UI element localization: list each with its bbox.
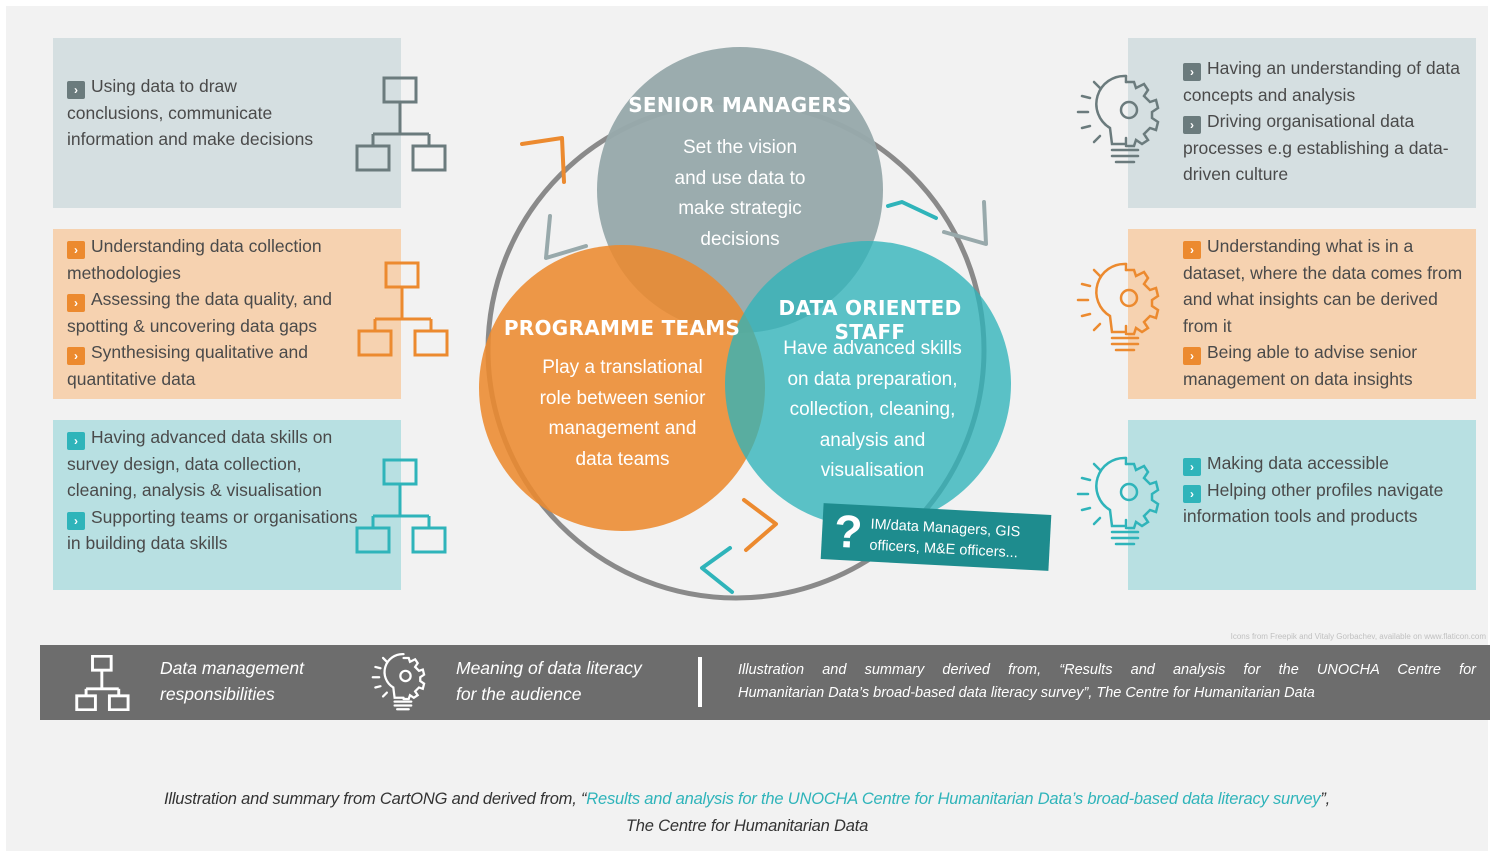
- lightbulb-gear-icon: [371, 653, 426, 711]
- chevron-right-icon: ›: [1183, 484, 1201, 503]
- right-panel-programme: ›Understanding what is in a dataset, whe…: [1128, 229, 1476, 399]
- left-panel-senior: ›Using data to draw conclusions, communi…: [53, 38, 447, 208]
- lightbulb-gear-icon: [1076, 262, 1160, 352]
- legend-source-text: Illustration and summary derived from, “…: [738, 662, 1476, 701]
- data-staff-text: Have advanced skills on data preparation…: [783, 338, 962, 481]
- chevron-right-icon: ›: [1183, 347, 1201, 365]
- survey-link[interactable]: Results and analysis for the UNOCHA Cent…: [586, 790, 1321, 808]
- left-panel-programme: ›Understanding data collection methodolo…: [53, 229, 449, 399]
- bullet-item: ›Using data to draw conclusions, communi…: [67, 76, 314, 149]
- bullet-item: ›Synthesising qualitative and quantitati…: [67, 342, 308, 389]
- right-panel-data-staff: ›Making data accessible ›Helping other p…: [1128, 420, 1476, 590]
- chevron-right-icon: ›: [1183, 241, 1201, 259]
- bullet-item: ›Driving organisational data processes e…: [1183, 111, 1449, 184]
- chevron-right-icon: ›: [67, 511, 85, 530]
- legend-responsibilities-label: Data management responsibilities: [160, 658, 304, 704]
- programme-teams-title: PROGRAMME TEAMS: [503, 316, 741, 340]
- chevron-right-icon: ›: [1183, 63, 1201, 81]
- programme-teams-text: Play a translational role between senior…: [539, 357, 706, 470]
- caption: Illustration and summary from CartONG an…: [0, 786, 1494, 840]
- left-panel-data-staff: ›Having advanced data skills on survey d…: [53, 420, 447, 590]
- lightbulb-gear-icon: [1076, 456, 1160, 546]
- caption-line-1: Illustration and summary from CartONG an…: [163, 790, 1331, 808]
- senior-managers-text: Set the vision and use data to make stra…: [674, 137, 806, 250]
- bullet-item: ›Having an understanding of data concept…: [1183, 58, 1460, 105]
- chevron-right-icon: ›: [67, 432, 85, 450]
- chevron-right-icon: ›: [67, 294, 85, 312]
- senior-managers-title: SENIOR MANAGERS: [628, 93, 852, 117]
- hierarchy-icon: [357, 261, 449, 357]
- bullet-item: ›Making data accessible: [1183, 450, 1468, 477]
- data-staff-title: DATA ORIENTED STAFF: [778, 296, 962, 344]
- hierarchy-icon: [355, 458, 447, 554]
- bullet-item: ›Being able to advise senior management …: [1183, 342, 1418, 389]
- bullet-item: ›Understanding data collection methodolo…: [67, 236, 322, 283]
- legend-bar: Data management responsibilities Meaning…: [40, 645, 1490, 720]
- profiles-note-text: IM/data Managers, GIS officers, M&E offi…: [869, 516, 1021, 562]
- bullet-item: ›Assessing the data quality, and spottin…: [67, 289, 332, 336]
- caption-line-2: The Centre for Humanitarian Data: [625, 817, 869, 835]
- chevron-right-icon: ›: [67, 241, 85, 259]
- data-staff-circle: [725, 241, 1011, 527]
- bullet-item: ›Understanding what is in a dataset, whe…: [1183, 236, 1463, 336]
- venn-diagram: [479, 47, 1011, 601]
- question-mark-icon: ?: [832, 504, 864, 559]
- legend-divider: [698, 657, 702, 707]
- lightbulb-gear-icon: [1076, 74, 1160, 164]
- bullet-item: ›Helping other profiles navigate informa…: [1183, 479, 1444, 526]
- chevron-right-icon: ›: [1183, 458, 1201, 476]
- programme-teams-circle: [479, 245, 765, 531]
- bullet-item: ›Supporting teams or organisations in bu…: [67, 506, 358, 553]
- chevron-right-icon: ›: [67, 347, 85, 365]
- profiles-note-box: ? IM/data Managers, GIS officers, M&E of…: [820, 503, 1052, 571]
- chevron-right-icon: ›: [67, 81, 85, 99]
- bullet-item: ›Having advanced data skills on survey d…: [67, 427, 333, 500]
- legend-meaning-label: Meaning of data literacy for the audienc…: [456, 658, 642, 704]
- chevron-right-icon: ›: [1183, 116, 1201, 134]
- hierarchy-icon: [75, 655, 130, 711]
- icons-credit: Icons from Freepik and Vitaly Gorbachev,…: [1230, 632, 1486, 641]
- cycle-arrow-icon: [520, 136, 988, 594]
- right-panel-senior: ›Having an understanding of data concept…: [1128, 38, 1476, 208]
- hierarchy-icon: [355, 76, 447, 172]
